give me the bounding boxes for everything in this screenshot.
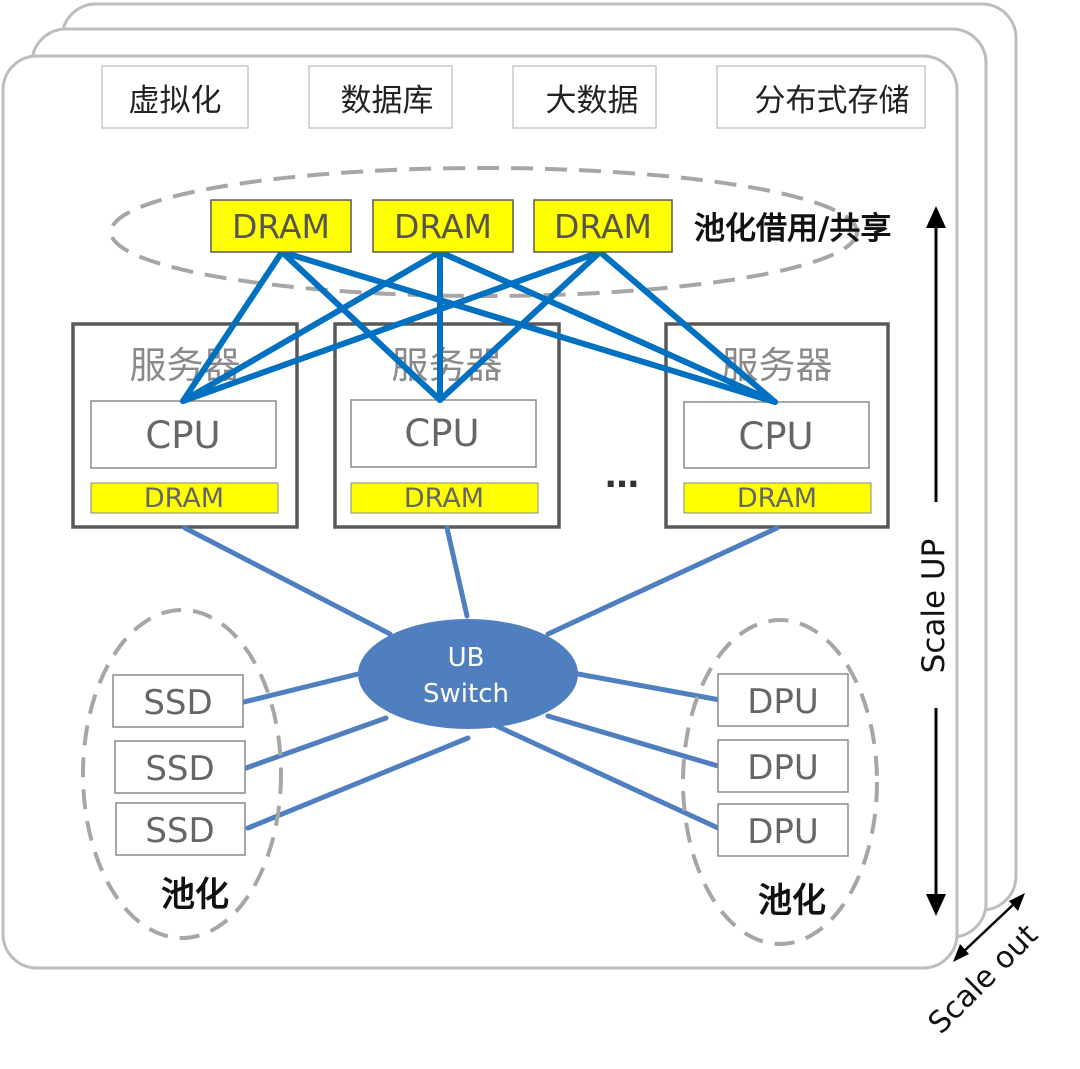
pool-dram-label: DRAM (554, 207, 652, 246)
app-box-0: 虚拟化 (101, 65, 249, 129)
cpu-box (90, 400, 277, 469)
pool-share-label: 池化借用/共享 (694, 211, 891, 247)
ssd-switch-link (245, 735, 471, 831)
app-box-1: 数据库 (308, 65, 453, 129)
server-dram-box (350, 482, 539, 514)
pool-link (180, 249, 443, 404)
dpu-label: DPU (747, 812, 819, 852)
scale-out-arrow (953, 893, 1025, 962)
ssd-switch-link (241, 671, 361, 705)
ssd-label: SSD (145, 811, 214, 851)
pool-links (180, 249, 778, 405)
server-title: 服务器 (722, 344, 833, 387)
pool-dram-2: DRAM (533, 199, 673, 253)
app-label: 大数据 (546, 83, 639, 119)
pool-link (180, 249, 603, 404)
server-dram-box (683, 482, 872, 514)
server-switch-link (545, 525, 780, 637)
dpu-1: DPU (717, 739, 849, 793)
app-box-3: 分布式存储 (716, 65, 926, 129)
ssd-label: SSD (145, 749, 214, 789)
pool-link (180, 249, 285, 404)
dpu-switch-link (545, 713, 721, 769)
cpu-box (350, 399, 537, 468)
server-dram-box (90, 482, 279, 514)
app-box-2: 大数据 (512, 65, 657, 129)
ssd-0: SSD (112, 674, 244, 728)
app-label: 数据库 (341, 83, 434, 119)
cpu-label: CPU (145, 414, 220, 457)
pool-dram-label: DRAM (394, 207, 492, 246)
pool-link (279, 249, 443, 403)
ssd-2: SSD (115, 802, 246, 856)
dpu-pool-ellipse (681, 618, 879, 946)
ellipsis: … (605, 456, 639, 496)
server-1: 服务器 CPU DRAM (333, 322, 561, 529)
dpu-switch-link (485, 719, 721, 831)
pool-dram-1: DRAM (372, 199, 514, 253)
pool-dram-label: DRAM (232, 207, 330, 246)
dpu-2: DPU (717, 803, 849, 857)
pool-link (437, 249, 778, 405)
pool-link (597, 249, 778, 405)
ssd-pool-label: 池化 (161, 875, 229, 915)
server-dram-label: DRAM (144, 483, 224, 514)
ssd-1: SSD (114, 740, 246, 794)
server-dram-label: DRAM (737, 483, 817, 514)
pool-link (437, 249, 603, 403)
scale-up-arrow (926, 206, 946, 916)
ssd-label: SSD (143, 683, 212, 723)
pool-link (279, 249, 778, 405)
server-2: 服务器 CPU DRAM (664, 322, 890, 529)
app-label: 分布式存储 (755, 83, 910, 119)
scale-up-label: Scale UP (916, 539, 952, 674)
switch-line1: UB (448, 643, 485, 673)
dpu-label: DPU (747, 748, 819, 788)
dpu-label: DPU (747, 682, 819, 722)
cpu-box (683, 401, 870, 469)
server-switch-link (444, 525, 470, 619)
ssd-pool-ellipse (81, 608, 283, 940)
pool-dram-0: DRAM (210, 199, 352, 253)
dpu-switch-link (575, 671, 723, 703)
server-switch-link (182, 525, 393, 637)
bus-links (182, 525, 780, 831)
app-label: 虚拟化 (129, 83, 222, 119)
server-dram-label: DRAM (404, 483, 484, 514)
ub-switch (358, 619, 578, 729)
server-title: 服务器 (392, 344, 503, 387)
cpu-label: CPU (738, 415, 813, 458)
ssd-switch-link (243, 715, 389, 771)
dpu-0: DPU (717, 673, 849, 727)
switch-line2: Switch (423, 679, 509, 709)
cpu-label: CPU (404, 412, 479, 455)
dpu-pool-label: 池化 (758, 881, 826, 921)
